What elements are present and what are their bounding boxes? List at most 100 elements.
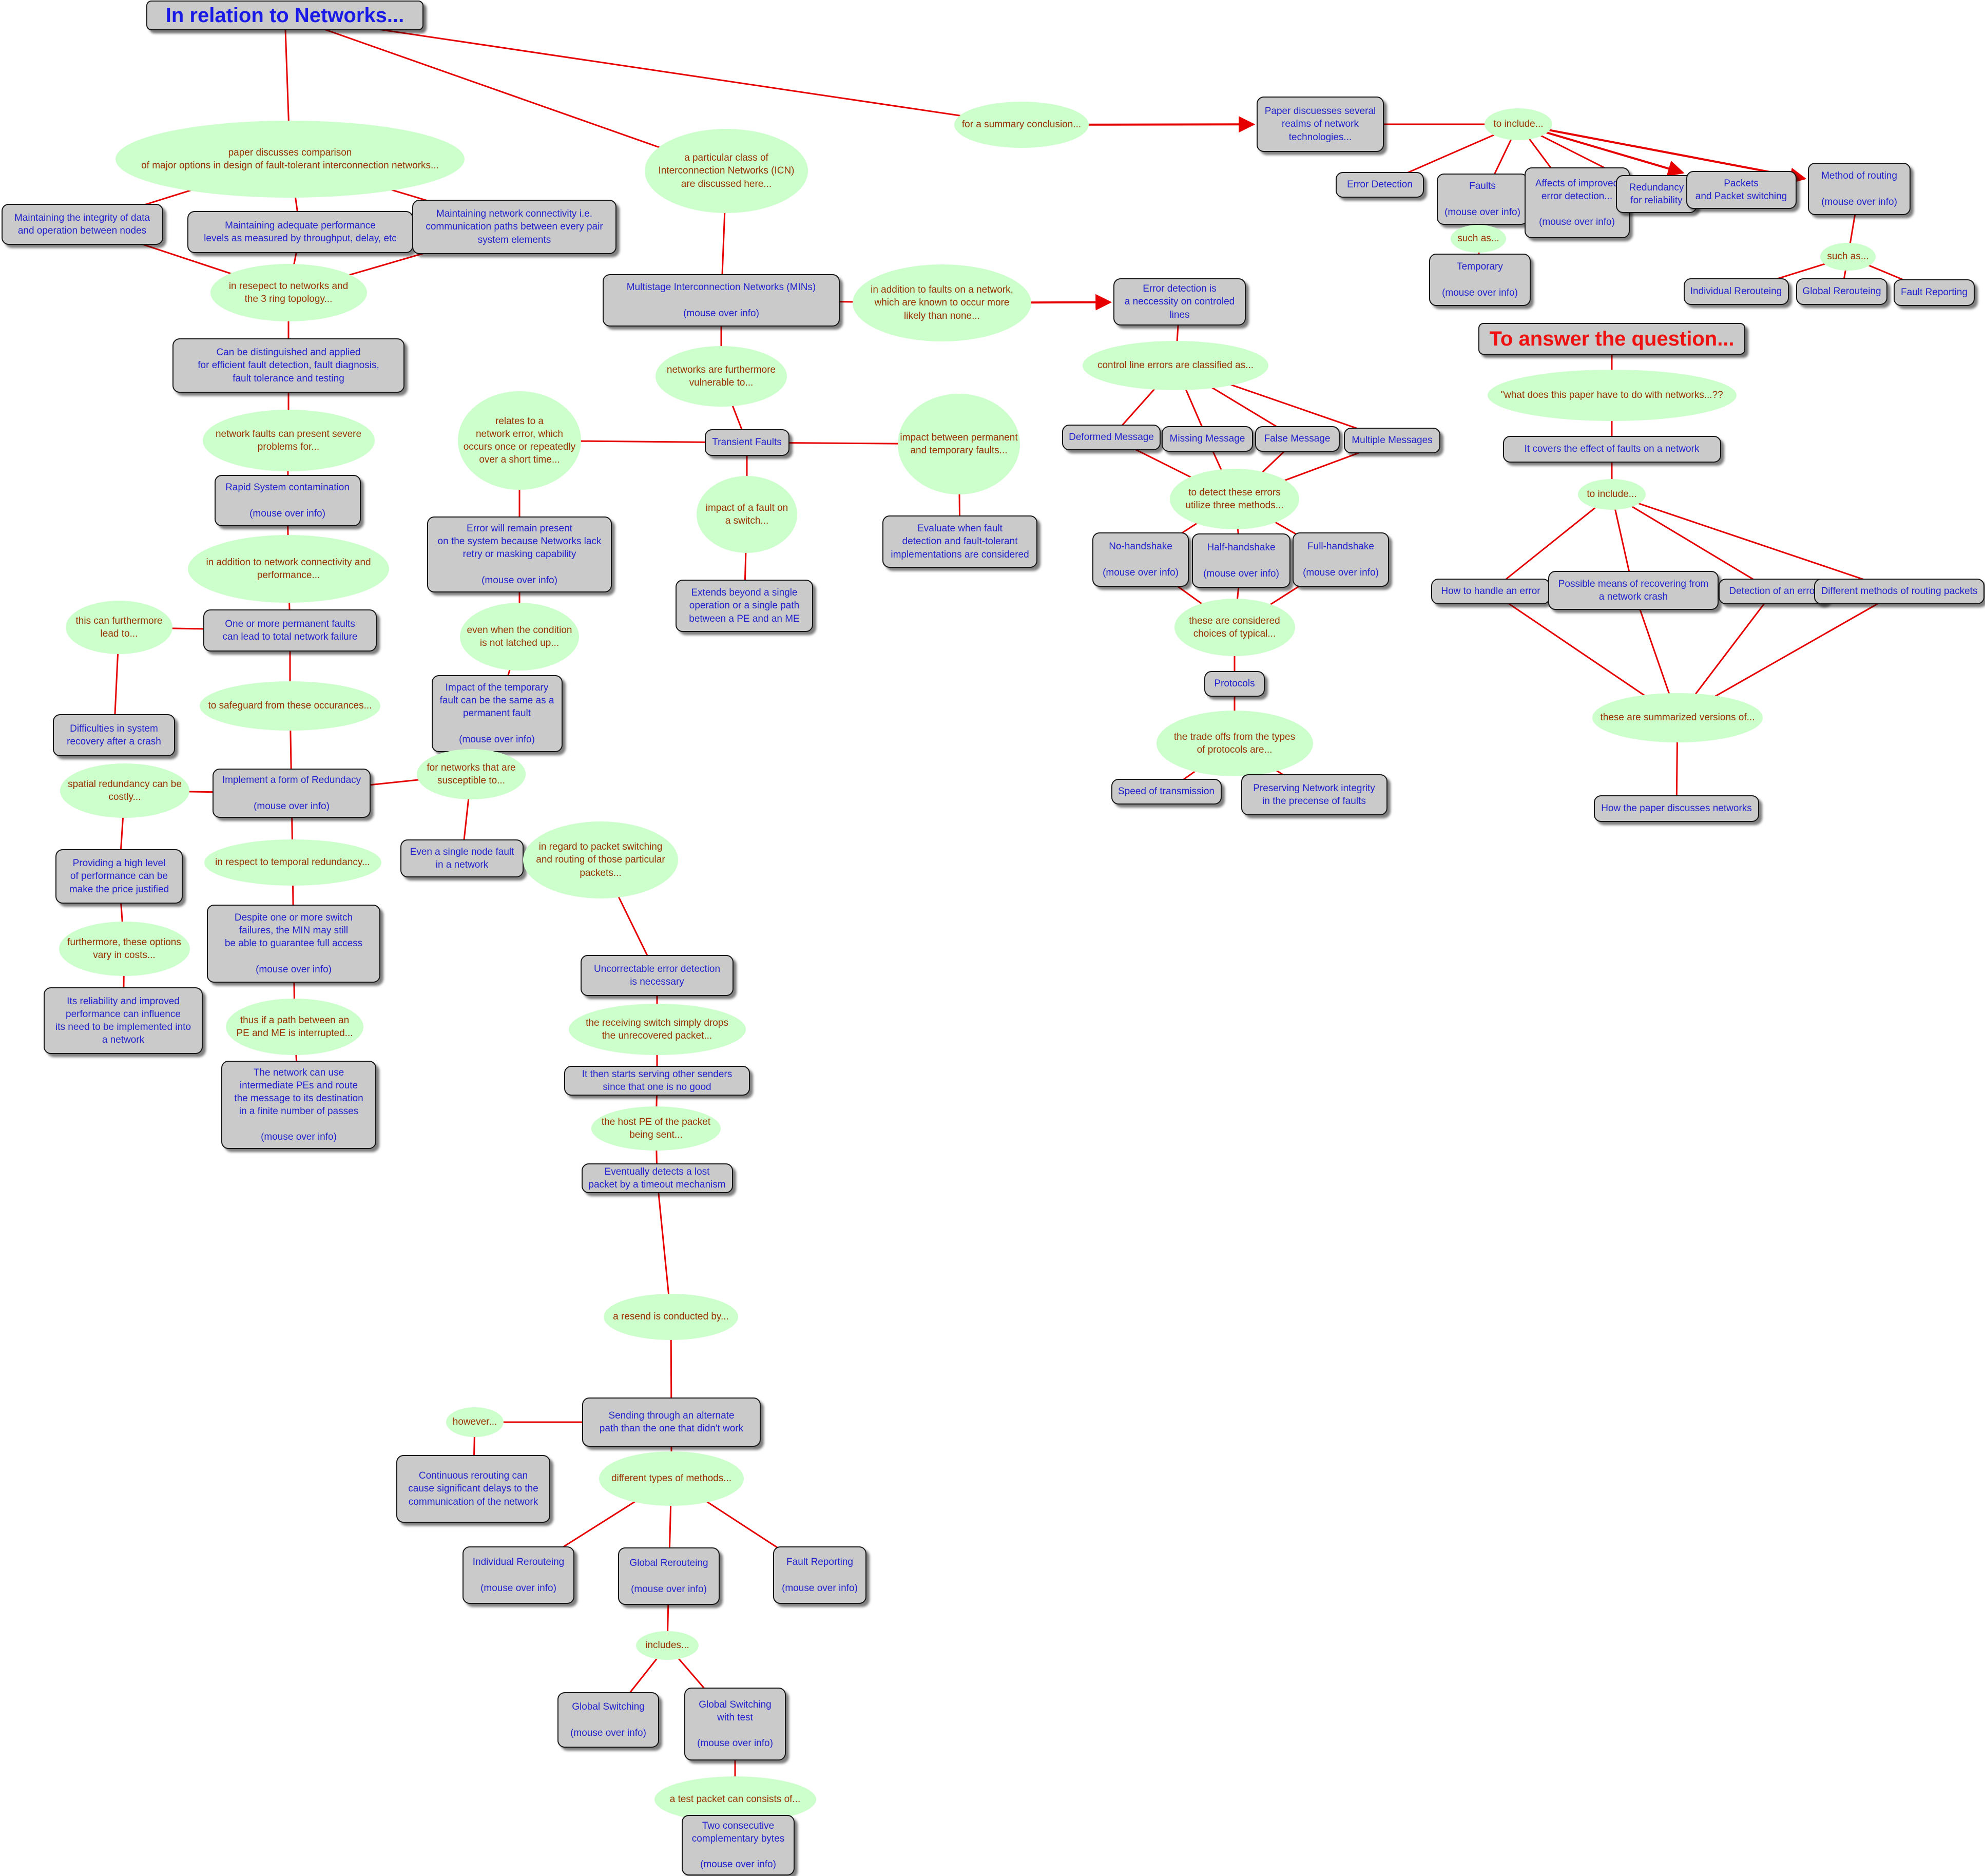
concept-no-handshake[interactable]: No-handshake (mouse over info) xyxy=(1092,532,1189,587)
link-control-line-errors[interactable]: control line errors are classified as... xyxy=(1083,341,1268,390)
concept-temporary[interactable]: Temporary (mouse over info) xyxy=(1429,254,1531,306)
link-what-does-paper[interactable]: "what does this paper have to do with ne… xyxy=(1487,370,1737,421)
concept-individual-rerouteing-2[interactable]: Individual Rerouteing xyxy=(1683,278,1789,305)
concept-difficulties-recovery[interactable]: Difficulties in system recovery after a … xyxy=(53,714,175,756)
concept-global-switching-with-test[interactable]: Global Switching with test (mouse over i… xyxy=(684,1688,786,1760)
edge-e36-b56 xyxy=(1611,493,1774,592)
concept-extends-beyond-single[interactable]: Extends beyond a single operation or a s… xyxy=(676,580,813,632)
concept-methods-routing-packets[interactable]: Different methods of routing packets xyxy=(1814,579,1984,604)
link-furthermore-lead-to[interactable]: this can furthermore lead to... xyxy=(66,601,172,654)
link-to-include[interactable]: to include... xyxy=(1485,108,1552,140)
edge-t1-e26 xyxy=(284,14,1022,126)
link-in-addition-faults-network[interactable]: in addition to faults on a network, whic… xyxy=(853,264,1031,341)
concept-continuous-rerouting-delays[interactable]: Continuous rerouting can cause significa… xyxy=(396,1455,550,1523)
link-in-addition-connectivity-performance[interactable]: in addition to network connectivity and … xyxy=(188,535,389,603)
concept-affects-improved-error-detection[interactable]: Affects of improved error detection... (… xyxy=(1524,167,1630,238)
link-choices-typical[interactable]: these are considered choices of typical.… xyxy=(1174,599,1295,656)
concept-distinguished-applied[interactable]: Can be distinguished and applied for eff… xyxy=(172,338,404,393)
link-particular-class-icn[interactable]: a particular class of Interconnection Ne… xyxy=(645,129,808,213)
concept-individual-rerouteing[interactable]: Individual Rerouteing (mouse over info) xyxy=(462,1546,574,1604)
concept-how-handle-error[interactable]: How to handle an error xyxy=(1431,579,1550,604)
concept-rapid-system-contamination[interactable]: Rapid System contamination (mouse over i… xyxy=(214,475,361,526)
concept-evaluate-fault-detection[interactable]: Evaluate when fault detection and fault-… xyxy=(882,515,1037,568)
link-condition-not-latched[interactable]: even when the condition is not latched u… xyxy=(460,603,579,671)
concept-maintaining-connectivity[interactable]: Maintaining network connectivity i.e. co… xyxy=(412,200,616,254)
concept-preserving-integrity[interactable]: Preserving Network integrity in the prec… xyxy=(1241,774,1387,815)
map-title-answer-question[interactable]: To answer the question... xyxy=(1478,323,1745,355)
concept-missing-message[interactable]: Missing Message xyxy=(1162,426,1253,452)
link-however[interactable]: however... xyxy=(446,1407,504,1437)
concept-recovering-network-crash[interactable]: Possible means of recovering from a netw… xyxy=(1548,571,1719,610)
concept-multiple-messages[interactable]: Multiple Messages xyxy=(1344,428,1440,453)
link-spatial-redundancy-costly[interactable]: spatial redundancy can be costly... xyxy=(60,763,189,818)
concept-intermediate-pes[interactable]: The network can use intermediate PEs and… xyxy=(221,1061,376,1149)
link-detect-three-methods[interactable]: to detect these errors utilize three met… xyxy=(1170,469,1299,529)
concept-fault-reporting[interactable]: Fault Reporting (mouse over info) xyxy=(773,1546,866,1604)
link-relates-network-error[interactable]: relates to a network error, which occurs… xyxy=(458,391,581,490)
link-summarized-versions[interactable]: these are summarized versions of... xyxy=(1592,693,1763,742)
link-paper-discusses-comparison[interactable]: paper discusses comparison of major opti… xyxy=(115,121,465,198)
edge-e27-b37 xyxy=(1518,123,1807,184)
concept-alternate-path[interactable]: Sending through an alternate path than t… xyxy=(582,1398,761,1447)
concept-transient-faults[interactable]: Transient Faults xyxy=(704,429,789,456)
concept-reliability-influence[interactable]: Its reliability and improved performance… xyxy=(44,987,203,1054)
link-resend-conducted[interactable]: a resend is conducted by... xyxy=(604,1294,738,1340)
link-trade-offs-protocols[interactable]: the trade offs from the types of protoco… xyxy=(1156,711,1313,776)
concept-error-remain-present[interactable]: Error will remain present on the system … xyxy=(427,516,612,592)
concept-temporary-fault-impact[interactable]: Impact of the temporary fault can be the… xyxy=(431,675,563,752)
concept-global-rerouteing-2[interactable]: Global Rerouteing xyxy=(1796,278,1887,305)
link-options-vary-costs[interactable]: furthermore, these options vary in costs… xyxy=(59,922,190,976)
concept-serving-other-senders[interactable]: It then starts serving other senders sin… xyxy=(564,1066,750,1096)
link-to-include-2[interactable]: to include... xyxy=(1578,479,1646,510)
link-safeguard-occurances[interactable]: to safeguard from these occurances... xyxy=(200,681,380,731)
edge-e36-b54 xyxy=(1490,493,1612,592)
concept-global-rerouteing[interactable]: Global Rerouteing (mouse over info) xyxy=(618,1547,720,1605)
concept-error-detection[interactable]: Error Detection xyxy=(1336,172,1424,198)
link-such-as-faults[interactable]: such as... xyxy=(1451,225,1506,253)
link-packet-switching-routing[interactable]: in regard to packet switching and routin… xyxy=(523,821,678,898)
concept-method-of-routing[interactable]: Method of routing (mouse over info) xyxy=(1808,163,1911,215)
concept-packets-packet-switching[interactable]: Packets and Packet switching xyxy=(1686,171,1797,209)
link-in-respect-to-networks[interactable]: in resepect to networks and the 3 ring t… xyxy=(210,264,367,321)
concept-timeout-mechanism[interactable]: Eventually detects a lost packet by a ti… xyxy=(581,1163,733,1193)
link-impact-permanent-temporary[interactable]: impact between permanent and temporary f… xyxy=(898,394,1020,494)
concept-implement-redundancy[interactable]: Implement a form of Redundacy (mouse ove… xyxy=(213,769,371,818)
concept-fault-reporting-2[interactable]: Fault Reporting xyxy=(1894,279,1975,306)
link-vulnerable-to[interactable]: networks are furthermore vulnerable to..… xyxy=(656,346,787,407)
concept-min[interactable]: Multistage Interconnection Networks (MIN… xyxy=(603,274,840,327)
link-switch-drops-packet[interactable]: the receiving switch simply drops the un… xyxy=(568,1004,746,1055)
concept-half-handshake[interactable]: Half-handshake (mouse over info) xyxy=(1192,533,1290,588)
concept-error-detection-necessity[interactable]: Error detection is a neccessity on contr… xyxy=(1113,278,1246,326)
link-network-faults-severe-problems[interactable]: network faults can present severe proble… xyxy=(202,410,375,471)
concept-speed-transmission[interactable]: Speed of transmission xyxy=(1111,779,1222,805)
concept-despite-switch-failures[interactable]: Despite one or more switch failures, the… xyxy=(207,905,380,983)
link-includes[interactable]: includes... xyxy=(636,1631,699,1660)
concept-deformed-message[interactable]: Deformed Message xyxy=(1062,425,1161,450)
concept-faults[interactable]: Faults (mouse over info) xyxy=(1437,174,1528,225)
concept-covers-effect-faults[interactable]: It covers the effect of faults on a netw… xyxy=(1502,436,1721,463)
link-temporal-redundancy[interactable]: in respect to temporal redundancy... xyxy=(204,839,381,886)
concept-permanent-faults-network-failure[interactable]: One or more permanent faults can lead to… xyxy=(203,609,377,652)
concept-false-message[interactable]: False Message xyxy=(1255,426,1340,452)
concept-two-complementary-bytes[interactable]: Two consecutive complementary bytes (mou… xyxy=(682,1815,795,1875)
link-impact-fault-switch[interactable]: impact of a fault on a switch... xyxy=(697,476,797,553)
link-different-methods[interactable]: different types of methods... xyxy=(599,1451,744,1506)
concept-high-performance-price[interactable]: Providing a high level of performance ca… xyxy=(55,849,183,904)
link-such-as-routing[interactable]: such as... xyxy=(1820,243,1876,271)
concept-protocols[interactable]: Protocols xyxy=(1204,671,1265,697)
concept-full-handshake[interactable]: Full-handshake (mouse over info) xyxy=(1293,532,1389,587)
concept-maintaining-performance[interactable]: Maintaining adequate performance levels … xyxy=(187,211,413,253)
link-summary-conclusion[interactable]: for a summary conclusion... xyxy=(954,102,1089,148)
map-title-networks[interactable]: In relation to Networks... xyxy=(146,1,423,30)
concept-maintaining-integrity[interactable]: Maintaining the integrity of data and op… xyxy=(1,204,163,245)
concept-global-switching[interactable]: Global Switching (mouse over info) xyxy=(557,1692,659,1748)
concept-paper-discusses-realms[interactable]: Paper discuesses several realms of netwo… xyxy=(1257,97,1384,152)
concept-how-paper-discusses[interactable]: How the paper discusses networks xyxy=(1594,795,1759,822)
link-path-interrupted[interactable]: thus if a path between an PE and ME is i… xyxy=(226,999,363,1055)
concept-redundancy-reliability[interactable]: Redundancy for reliability xyxy=(1616,175,1697,213)
concept-detection-of-error[interactable]: Detection of an error xyxy=(1718,579,1829,604)
link-host-pe-packet[interactable]: the host PE of the packet being sent... xyxy=(591,1106,721,1151)
link-networks-susceptible[interactable]: for networks that are susceptible to... xyxy=(417,749,526,799)
concept-single-node-fault[interactable]: Even a single node fault in a network xyxy=(400,839,524,877)
concept-uncorrectable-error-detection[interactable]: Uncorrectable error detection is necessa… xyxy=(581,955,734,996)
